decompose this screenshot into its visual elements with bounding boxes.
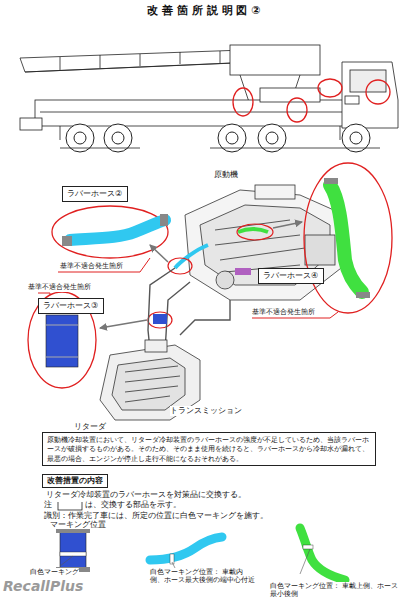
part-label-box: ラバーホース④ — [258, 268, 324, 284]
remedy-box: 改善措置の内容リターダ冷却装置のラバーホースを対策品に交換する。 — [42, 474, 376, 502]
box-text: ラバーホース④ — [263, 271, 319, 281]
marking-label: 白色マーキング位置： 車載内側、ホース最大後側の端中心付近 — [150, 568, 255, 584]
marking-label: 白色マーキング位置： 車載上側、ホース最小後側 — [270, 582, 405, 598]
engine-drawing — [185, 185, 345, 300]
box-text: 原動機冷却装置において、リターダ冷却装置のラバーホースの強度が不足しているため、… — [47, 435, 371, 463]
defect-label: 基準不適合発生箇所 — [60, 262, 123, 271]
part-label-box: ラバーホース③ — [38, 298, 104, 314]
crane-drawing — [20, 45, 398, 152]
watermark: RecallPlus — [3, 578, 83, 596]
description-box: 原動機冷却装置において、リターダ冷却装置のラバーホースの強度が不足しているため、… — [42, 432, 376, 466]
defect-circle — [233, 79, 390, 122]
part-name: トランスミッション — [170, 406, 242, 416]
box-heading: 改善措置の内容 — [42, 474, 108, 488]
note-label: 注 — [44, 500, 52, 509]
defect-label: 基準不適合発生箇所 — [28, 283, 91, 292]
box-text: ラバーホース② — [67, 189, 123, 199]
box-text: ラバーホース③ — [43, 301, 99, 311]
diagram-title: 改 善 箇 所 説 明 図 ② — [0, 4, 408, 18]
part-key-box — [58, 501, 82, 510]
coolant-pipe — [148, 268, 230, 350]
section-label: マーキング位置 — [50, 520, 106, 529]
defect-label: 基準不適合発生箇所 — [252, 308, 315, 317]
marking-label: 白色マーキング — [30, 568, 79, 576]
part-label-box: ラバーホース② — [62, 186, 128, 202]
note-text: は、交換する部品を示す。 — [85, 500, 181, 509]
part-name: 原動機 — [214, 170, 238, 180]
part-name: リターダ — [74, 422, 106, 432]
note-text: 識別：作業完了車には、所定の位置に白色マーキングを施す。 — [44, 511, 268, 520]
